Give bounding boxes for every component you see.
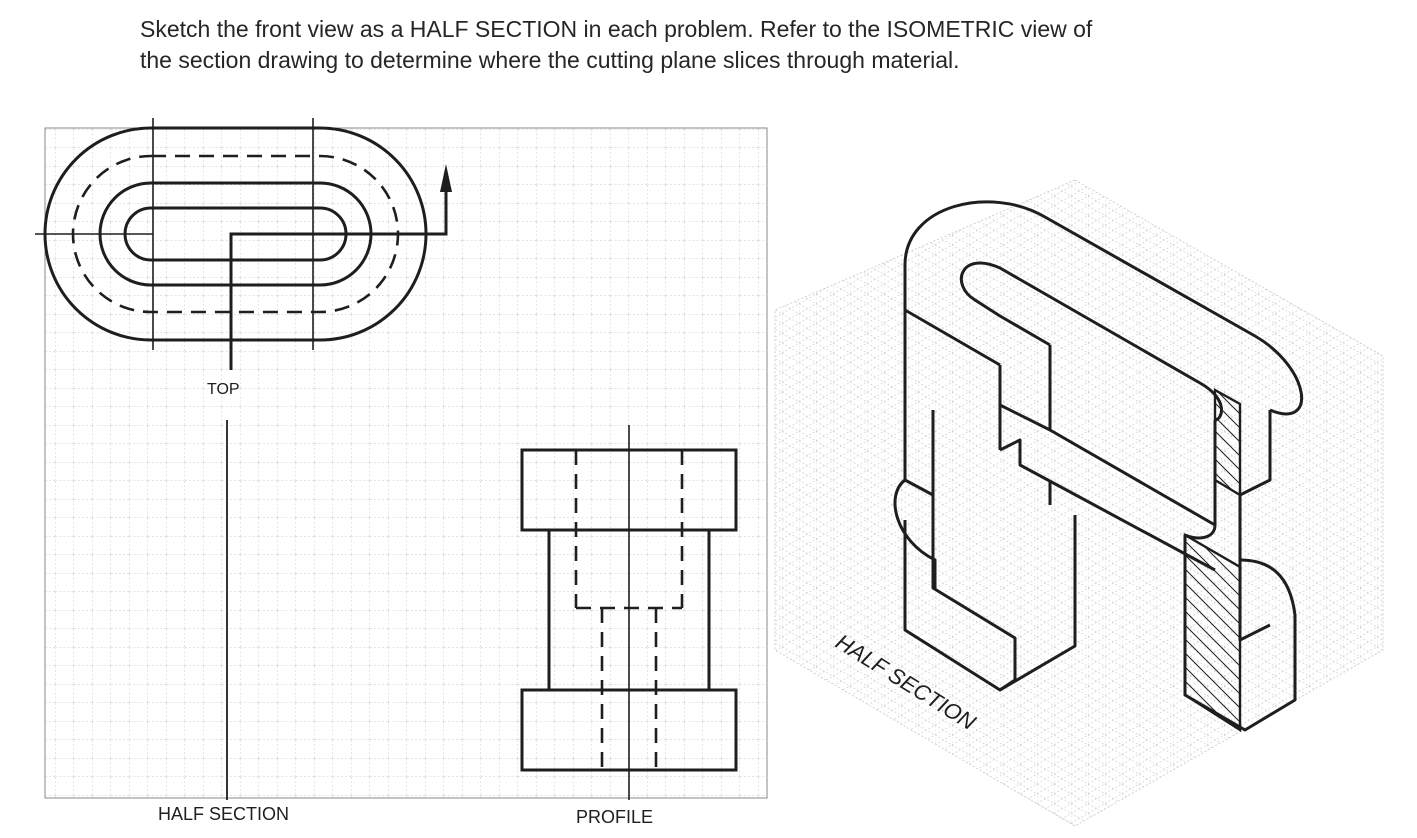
isometric-grid bbox=[774, 179, 1384, 827]
top-view-label: TOP bbox=[207, 381, 240, 398]
profile-view bbox=[520, 425, 738, 800]
section-cut-face-lower bbox=[1183, 532, 1242, 733]
instructions: Sketch the front view as a HALF SECTION … bbox=[140, 14, 1340, 76]
section-cut-face-upper bbox=[1213, 387, 1242, 498]
instruction-line-2: the section drawing to determine where t… bbox=[140, 47, 960, 73]
profile-label: PROFILE bbox=[576, 807, 653, 827]
square-grid bbox=[44, 127, 768, 799]
instruction-line-1: Sketch the front view as a HALF SECTION … bbox=[140, 16, 1093, 42]
half-section-label: HALF SECTION bbox=[158, 804, 289, 824]
top-view bbox=[35, 118, 452, 370]
